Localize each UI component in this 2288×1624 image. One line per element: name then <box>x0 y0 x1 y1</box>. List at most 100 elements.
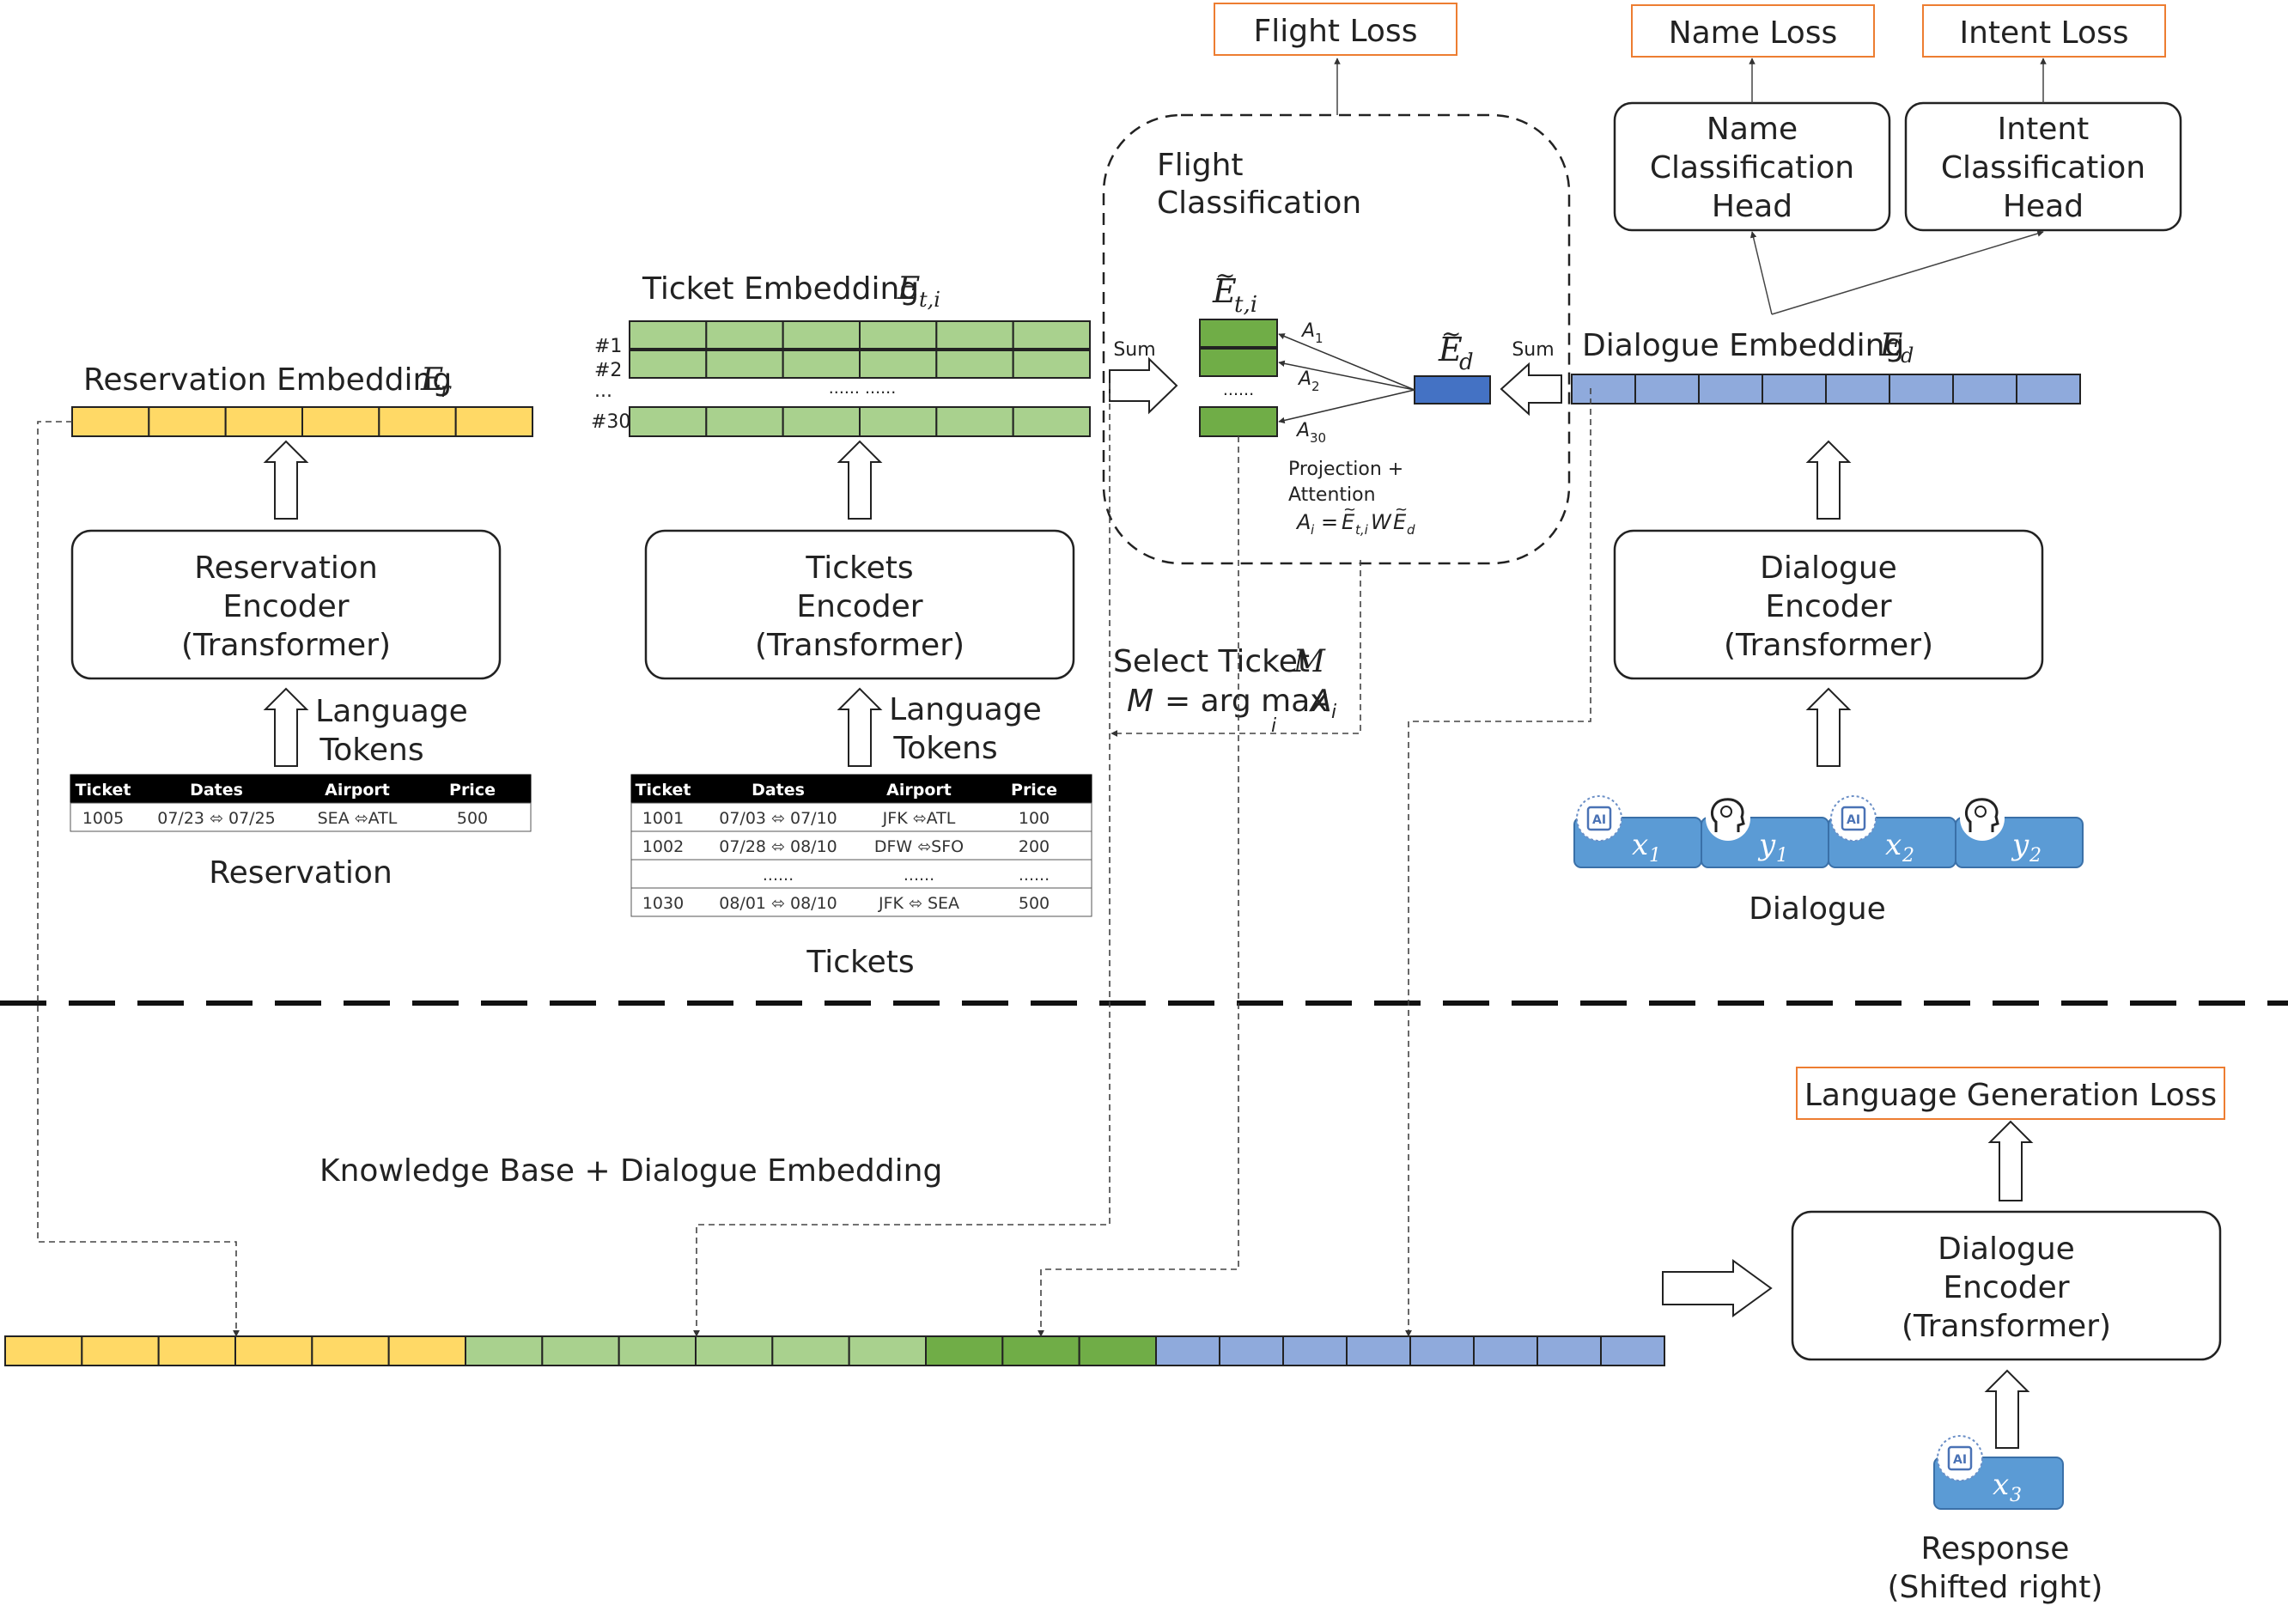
concat-dialogue-cell <box>1155 1335 1220 1366</box>
concat-selected-ticket-cell <box>925 1335 1004 1366</box>
ticket-embedding-row-2-cell <box>705 350 784 379</box>
reservation-table-header-cell: Airport <box>325 781 390 800</box>
tickets-to-concat-arrow <box>693 383 1111 1337</box>
response-caption-line1: Response <box>1921 1531 2070 1566</box>
svg-text:d: d <box>1459 350 1474 375</box>
concat-dialogue-cell <box>1219 1335 1284 1366</box>
svg-text:A: A <box>1295 510 1311 534</box>
concat-dialogue-cell <box>1536 1335 1602 1366</box>
dialogue-embedding-cell <box>1952 374 2017 404</box>
ticket-embedding-row-30-cell <box>859 406 938 437</box>
generation-loss-label: Language Generation Loss <box>1804 1078 2217 1113</box>
ticket-embedding-row-1-cell <box>935 320 1014 350</box>
svg-text:y: y <box>1757 828 1776 862</box>
concat-dialogue-cell <box>1600 1335 1665 1366</box>
svg-text:d: d <box>1901 344 1914 368</box>
ticket-row-label-1: #1 <box>594 336 622 357</box>
ticket-embedding-row-2-cell <box>782 350 861 379</box>
tickets-encoder-line3: (Transformer) <box>755 628 964 663</box>
svg-text:A: A <box>1297 368 1311 390</box>
svg-text:A: A <box>1309 684 1332 719</box>
svg-text:d: d <box>1407 522 1415 538</box>
svg-text:~: ~ <box>1441 319 1461 348</box>
select-ticket-label: Select Ticket <box>1113 644 1310 679</box>
tickets-table-row <box>630 830 1092 861</box>
sum-arrow-dialogue <box>1500 362 1562 417</box>
tickets-table-row <box>630 802 1092 832</box>
svg-text:x: x <box>1993 1468 2009 1502</box>
svg-text:E: E <box>420 362 443 398</box>
concat-dialogue-cell <box>1346 1335 1411 1366</box>
svg-text:E: E <box>1438 331 1463 368</box>
name-head-line1: Name <box>1707 112 1798 147</box>
ai-chip-icon: AI <box>1576 795 1622 842</box>
svg-text:M: M <box>1127 684 1153 719</box>
attention-arrow-2 <box>1278 360 1415 391</box>
ticket-row-ellipsis: ... <box>594 380 612 402</box>
ticket-row-label-30: #30 <box>591 411 630 433</box>
dialogue-encoder-line1: Dialogue <box>1760 550 1897 586</box>
svg-text:t,i: t,i <box>919 288 940 312</box>
sum-label-dialogue: Sum <box>1512 339 1554 361</box>
tickets-table-cell: JFK ⬄ATL <box>882 809 956 828</box>
svg-text:AI: AI <box>1953 1453 1967 1467</box>
reservation-table-cell: 500 <box>457 809 488 828</box>
svg-text:A: A <box>1295 420 1310 441</box>
concat-ticket-cell <box>618 1335 697 1366</box>
svg-text:1: 1 <box>1776 845 1788 867</box>
dialogue-embedding-cell <box>1634 374 1700 404</box>
tickets-table-cell: 1002 <box>642 837 684 856</box>
svg-text:i: i <box>1331 702 1336 723</box>
svg-text:~: ~ <box>1215 261 1235 289</box>
bottom-dialogue-encoder: Dialogue Encoder (Transformer) <box>1791 1210 2222 1361</box>
reservation-tokens-up-arrow <box>263 687 309 767</box>
attended-ticket-vector-30 <box>1199 406 1278 437</box>
tickets-table-cell: 500 <box>1019 894 1050 913</box>
svg-text:30: 30 <box>1310 430 1326 446</box>
dialogue-to-concat-arrow <box>1405 388 1591 1337</box>
name-classification-head: Name Classification Head <box>1613 101 1891 232</box>
reservation-embedding-cell <box>71 406 150 437</box>
name-loss-box: Name Loss <box>1631 4 1875 58</box>
reservation-table-header-cell: Price <box>449 781 496 800</box>
attended-ticket-vector-1 <box>1199 319 1278 348</box>
tickets-tokens-up-arrow <box>837 687 883 767</box>
attended-vectors-ellipsis: ...... <box>1223 380 1254 399</box>
pooled-dialogue-embedding-label: E ~ d <box>1438 319 1474 375</box>
ticket-embedding-row-2-cell <box>935 350 1014 379</box>
reservation-embedding-label: Reservation Embedding <box>83 362 452 398</box>
name-loss-label: Name Loss <box>1669 15 1838 51</box>
dialogue-embedding-bar <box>1571 374 2081 404</box>
tickets-encoder-line1: Tickets <box>805 550 913 586</box>
generation-loss-box: Language Generation Loss <box>1796 1067 2225 1120</box>
tickets-table-cell: ...... <box>904 866 934 885</box>
svg-text:y: y <box>2011 828 2029 862</box>
reservation-table-header-cell: Ticket <box>76 781 131 800</box>
svg-text:2: 2 <box>1311 379 1320 394</box>
tickets-table-cell: ...... <box>1019 866 1050 885</box>
reservation-language-tokens-line2: Tokens <box>319 733 423 768</box>
tickets-language-tokens-line1: Language <box>889 692 1042 727</box>
response-up-arrow <box>1984 1369 2030 1449</box>
flight-classification-title-line2: Classification <box>1157 186 1361 221</box>
ticket-embedding-row-1-cell <box>629 320 708 350</box>
tickets-table-cell: JFK ⬄ SEA <box>878 894 959 913</box>
projection-label-line2: Attention <box>1288 484 1376 506</box>
ai-chip-icon: AI <box>1937 1435 1983 1481</box>
svg-text:E: E <box>1342 510 1355 534</box>
dialogue-encoder-up-arrow <box>1805 440 1852 520</box>
tickets-table-cell: 07/28 ⬄ 08/10 <box>719 837 837 856</box>
dialogue-embedding-label: Dialogue Embedding <box>1582 328 1904 363</box>
tickets-table-cell: 1030 <box>642 894 684 913</box>
svg-text:1: 1 <box>1649 845 1661 867</box>
concat-selected-ticket-cell <box>1001 1335 1080 1366</box>
svg-text:E: E <box>1212 272 1237 310</box>
embedding-to-intent-head-arrow <box>1771 230 2044 315</box>
concat-ticket-cell <box>541 1335 620 1366</box>
tickets-table-cell: DFW ⬄SFO <box>874 837 964 856</box>
flight-classification-title-line1: Flight <box>1157 148 1244 183</box>
